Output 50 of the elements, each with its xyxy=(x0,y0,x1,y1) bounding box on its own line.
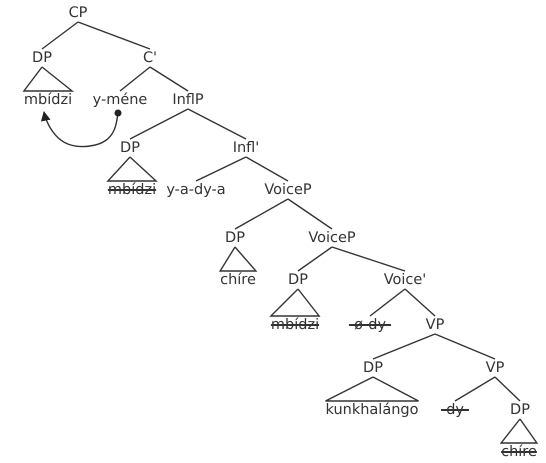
triangle-roof xyxy=(269,288,321,317)
tree-label: VP xyxy=(484,360,506,376)
branch-line xyxy=(298,246,332,272)
tree-label: mbídzi xyxy=(22,92,74,108)
branch-line xyxy=(454,376,496,402)
triangle-roof xyxy=(324,376,420,402)
tree-label: chíre xyxy=(500,444,538,460)
tree-label: DP xyxy=(119,140,141,156)
branch-line xyxy=(150,66,188,92)
tree-label: mbídzi xyxy=(106,182,158,198)
tree-label: mbídzi xyxy=(270,317,320,333)
branch-line xyxy=(332,246,406,272)
branch-line xyxy=(196,156,246,182)
tree-label: -ø-dy- xyxy=(348,317,392,333)
triangle-roof xyxy=(22,66,74,92)
branch-line xyxy=(42,21,78,50)
tree-label: kunkhalángo xyxy=(324,402,420,418)
tree-label: chíre xyxy=(219,272,257,288)
branch-line xyxy=(120,66,150,92)
branch-line xyxy=(288,198,332,230)
tree-label: VoiceP xyxy=(307,230,357,246)
movement-arrow xyxy=(40,110,122,148)
triangle-roof xyxy=(500,418,538,444)
branch-line xyxy=(234,198,288,230)
triangle-roof xyxy=(218,246,258,272)
branch-line xyxy=(130,108,188,140)
tree-label: DP xyxy=(509,402,531,418)
tree-label: Voice' xyxy=(382,272,428,288)
tree-label: -dy- xyxy=(440,402,470,418)
branch-line xyxy=(246,156,288,182)
branch-line xyxy=(494,376,520,402)
tree-label: DP xyxy=(287,272,309,288)
tree-label: Infl' xyxy=(232,140,260,156)
tree-label: y-a-dy-a xyxy=(165,182,227,198)
tree-label: VoiceP xyxy=(263,182,313,198)
tree-label: CP xyxy=(68,5,88,21)
branch-line xyxy=(434,333,496,360)
tree-label: DP xyxy=(362,360,384,376)
branch-line xyxy=(404,288,436,317)
branch-line xyxy=(188,108,246,140)
branch-line xyxy=(372,333,436,360)
tree-label: VP xyxy=(424,317,446,333)
branch-line xyxy=(370,288,406,317)
tree-label: DP xyxy=(224,230,246,246)
tree-label: y-méne xyxy=(92,92,148,108)
tree-label: DP xyxy=(31,50,53,66)
tree-label: C' xyxy=(142,50,158,66)
tree-label: InflP xyxy=(171,92,205,108)
triangle-roof xyxy=(106,156,158,182)
branch-line xyxy=(78,21,150,50)
